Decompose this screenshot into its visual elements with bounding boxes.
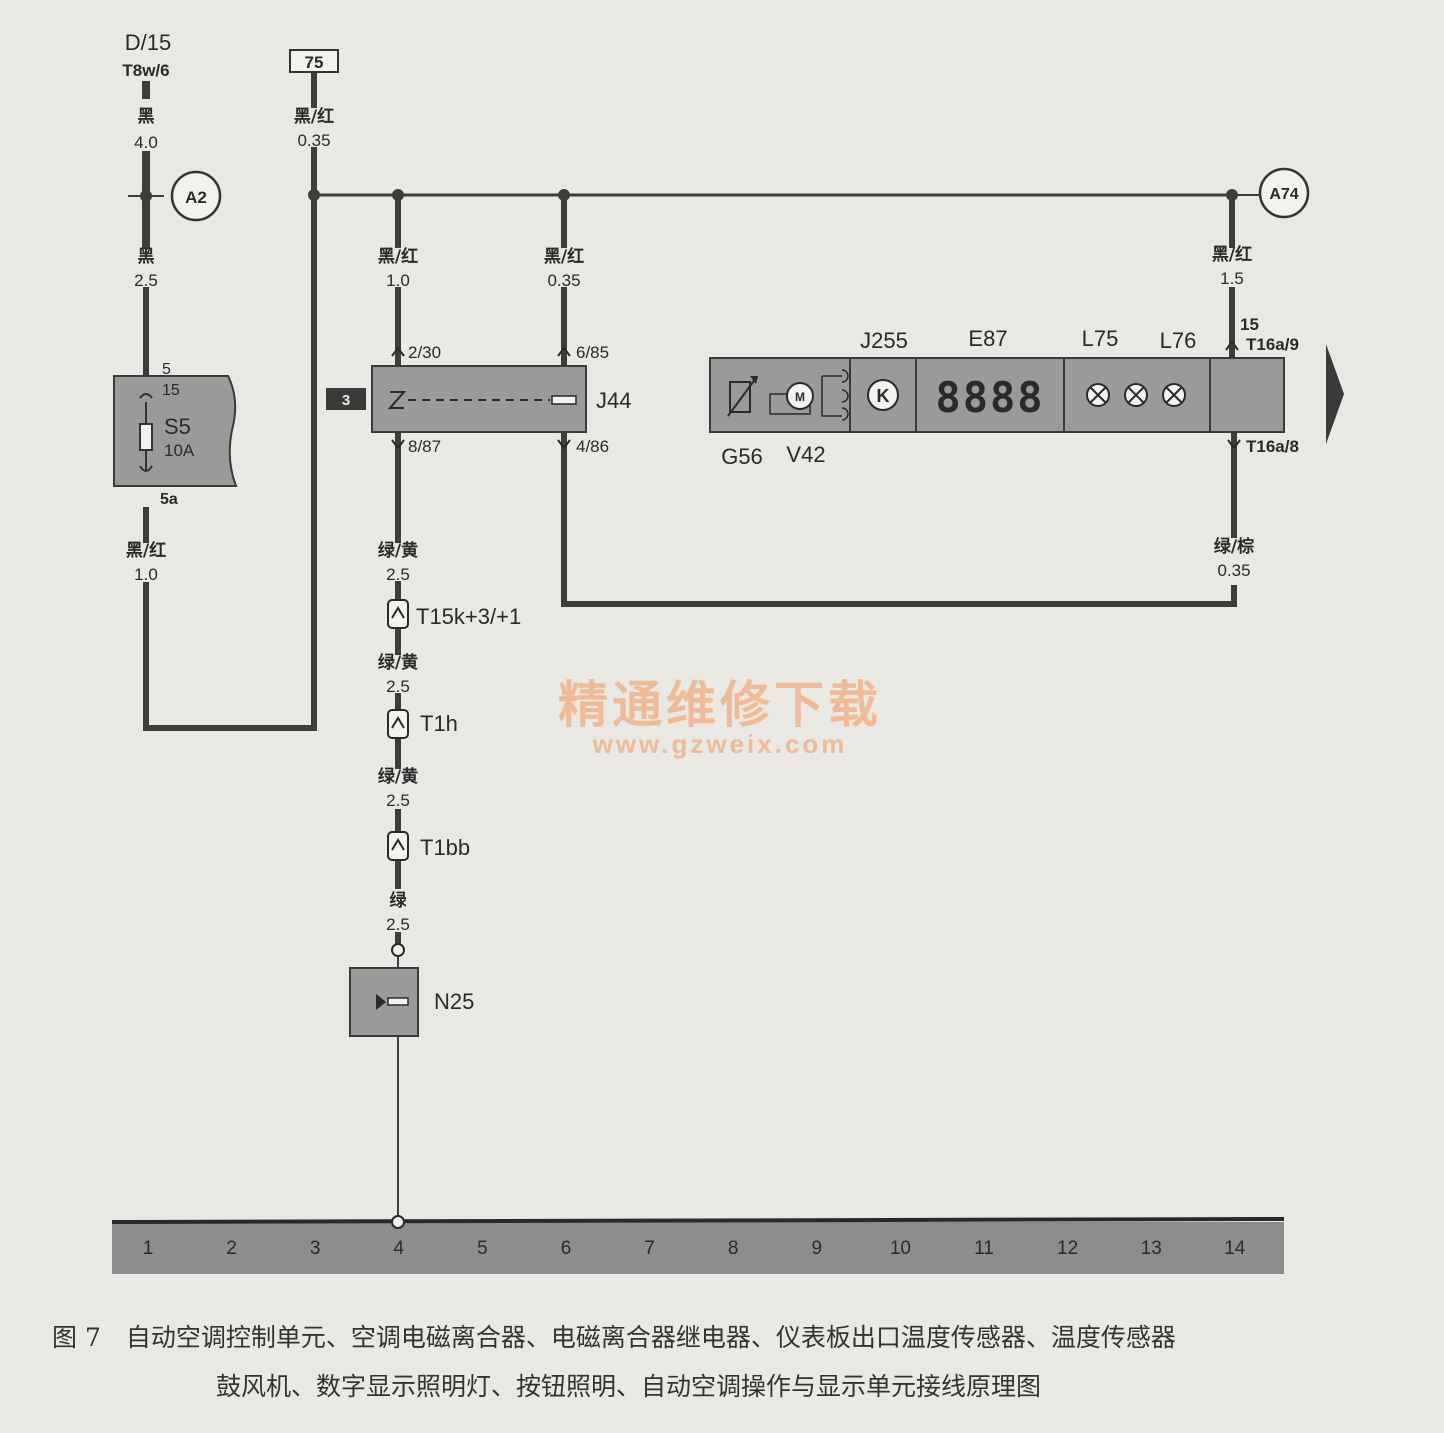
label-pin-8-87: 8/87 bbox=[408, 437, 441, 456]
label-d15: D/15 bbox=[125, 30, 171, 55]
label-pin15-right: 15 bbox=[1240, 315, 1259, 334]
digital-display: 8888 bbox=[935, 373, 1044, 422]
ground-bar-position-13: 13 bbox=[1141, 1238, 1162, 1259]
connector-t15k-icon bbox=[387, 599, 409, 629]
wire-size-label: 1.5 bbox=[1220, 269, 1244, 288]
label-pin-6-85: 6/85 bbox=[576, 343, 609, 362]
controller-k-icon bbox=[867, 379, 899, 411]
ground-bar-position-11: 11 bbox=[974, 1238, 994, 1259]
connectors-chain: T15k+3/+1 T1h T1bb bbox=[387, 599, 521, 861]
wire-size-label: 1.0 bbox=[386, 271, 410, 290]
label-s5: S5 bbox=[164, 414, 191, 439]
ground-bar-position-3: 3 bbox=[310, 1238, 321, 1259]
label-pin-4-86: 4/86 bbox=[576, 437, 609, 456]
ground-bar-position-8: 8 bbox=[728, 1238, 739, 1259]
wire-color-label: 黑 bbox=[138, 107, 155, 127]
label-75: 75 bbox=[305, 53, 324, 72]
label-a2: A2 bbox=[185, 188, 207, 207]
label-t1h: T1h bbox=[420, 711, 458, 736]
label-g56: G56 bbox=[721, 444, 763, 469]
clutch-n25: N25 bbox=[349, 943, 474, 1037]
connector-t1bb-icon bbox=[387, 831, 409, 861]
label-t16a8: T16a/8 bbox=[1246, 437, 1299, 456]
label-j44: J44 bbox=[596, 388, 631, 413]
label-pin15-s5: 15 bbox=[162, 382, 180, 399]
wire-size-label: 0.35 bbox=[547, 271, 580, 290]
wire-size-label: 2.5 bbox=[134, 271, 158, 290]
label-relay-tag: 3 bbox=[342, 392, 350, 409]
label-t16a9: T16a/9 bbox=[1246, 335, 1299, 354]
label-t1bb: T1bb bbox=[420, 835, 470, 860]
label-e87: E87 bbox=[968, 326, 1007, 351]
terminal-75-box bbox=[289, 49, 339, 73]
wires bbox=[128, 71, 1264, 1219]
sensor-g56-icon bbox=[729, 381, 751, 413]
label-pin5: 5 bbox=[162, 361, 171, 378]
relay-tag-box bbox=[326, 388, 366, 410]
wire-color-label: 黑 bbox=[138, 247, 155, 267]
relay-j44: 3 2/30 6/85 8/87 4/86 J44 bbox=[326, 343, 631, 456]
label-t8w6: T8w/6 bbox=[122, 61, 169, 80]
label-a74: A74 bbox=[1269, 186, 1298, 203]
label-j255: J255 bbox=[860, 328, 908, 353]
label-motor-m: M bbox=[795, 390, 805, 404]
watermark-text: 精通维修下载 bbox=[558, 676, 882, 734]
connector-a74 bbox=[1258, 167, 1310, 219]
label-k-sym: K bbox=[877, 386, 890, 406]
wire-s5-loop bbox=[143, 193, 317, 731]
fuse-s5: S5 10A 5 15 5a bbox=[113, 361, 238, 508]
wire-size-label: 4.0 bbox=[134, 133, 158, 152]
wire-color-label: 黑/红 bbox=[544, 246, 584, 267]
ground-bar-position-2: 2 bbox=[226, 1238, 237, 1259]
motor-icon bbox=[786, 382, 814, 410]
wire-size-label: 2.5 bbox=[386, 677, 410, 696]
continuation-arrow-icon bbox=[1326, 344, 1344, 444]
label-pin-2-30: 2/30 bbox=[408, 343, 441, 362]
label-v42: V42 bbox=[786, 442, 825, 467]
ground-bar-position-7: 7 bbox=[644, 1238, 655, 1259]
ground-bar-position-5: 5 bbox=[477, 1238, 488, 1259]
connector-t1h-icon bbox=[387, 709, 409, 739]
ac-control-unit: M K 8888 J255 E87 L75 L76 G56 V42 15 T16… bbox=[709, 315, 1344, 469]
wire-color-label: 黑/红 bbox=[126, 540, 166, 561]
wire-size-label: 2.5 bbox=[386, 791, 410, 810]
wire-size-label: 2.5 bbox=[386, 915, 410, 934]
junctions bbox=[140, 189, 1238, 202]
label-s5-amp: 10A bbox=[164, 441, 195, 460]
wire-labels: 黑 4.0 黑 2.5 黑/红 1.0 黑/红 0.35 黑/红 1.0 黑/红… bbox=[126, 106, 1254, 934]
wire-size-label: 0.35 bbox=[1217, 561, 1250, 580]
wire-color-label: 绿/黄 bbox=[378, 766, 418, 787]
wire-color-label: 黑/红 bbox=[294, 106, 334, 127]
ground-bar-position-14: 14 bbox=[1224, 1238, 1246, 1259]
connector-a2 bbox=[170, 170, 222, 222]
label-l76: L76 bbox=[1160, 328, 1197, 353]
wire-size-label: 2.5 bbox=[386, 565, 410, 584]
label-n25: N25 bbox=[434, 989, 474, 1014]
figure-caption-line2: 鼓风机、数字显示照明灯、按钮照明、自动空调操作与显示单元接线原理图 bbox=[216, 1372, 1041, 1401]
figure-caption-line1: 图 7 自动空调控制单元、空调电磁离合器、电磁离合器继电器、仪表板出口温度传感器… bbox=[52, 1323, 1176, 1352]
wire-j44-86-loop bbox=[561, 429, 1237, 607]
ground-bar-position-9: 9 bbox=[812, 1238, 823, 1259]
wire-color-label: 绿/棕 bbox=[1214, 536, 1254, 557]
label-pin5a: 5a bbox=[160, 491, 178, 508]
wire-color-label: 黑/红 bbox=[378, 246, 418, 267]
ground-bar-position-6: 6 bbox=[561, 1238, 572, 1259]
wire-color-label: 绿/黄 bbox=[378, 540, 418, 561]
ground-bar-position-4: 4 bbox=[394, 1238, 405, 1259]
ground-bar-position-12: 12 bbox=[1057, 1238, 1078, 1259]
wire-size-label: 0.35 bbox=[297, 131, 330, 150]
wire-size-label: 1.0 bbox=[134, 565, 158, 584]
label-l75: L75 bbox=[1082, 326, 1119, 351]
wire-color-label: 绿 bbox=[390, 890, 408, 911]
ground-bar-position-10: 10 bbox=[890, 1238, 911, 1259]
watermark-url: www.gzweix.com bbox=[592, 729, 848, 759]
lamp-icon bbox=[1086, 383, 1186, 407]
wire-color-label: 黑/红 bbox=[1212, 244, 1252, 265]
label-t15k: T15k+3/+1 bbox=[416, 604, 521, 629]
wire-color-label: 绿/黄 bbox=[378, 652, 418, 673]
ground-bar-position-1: 1 bbox=[143, 1238, 154, 1259]
